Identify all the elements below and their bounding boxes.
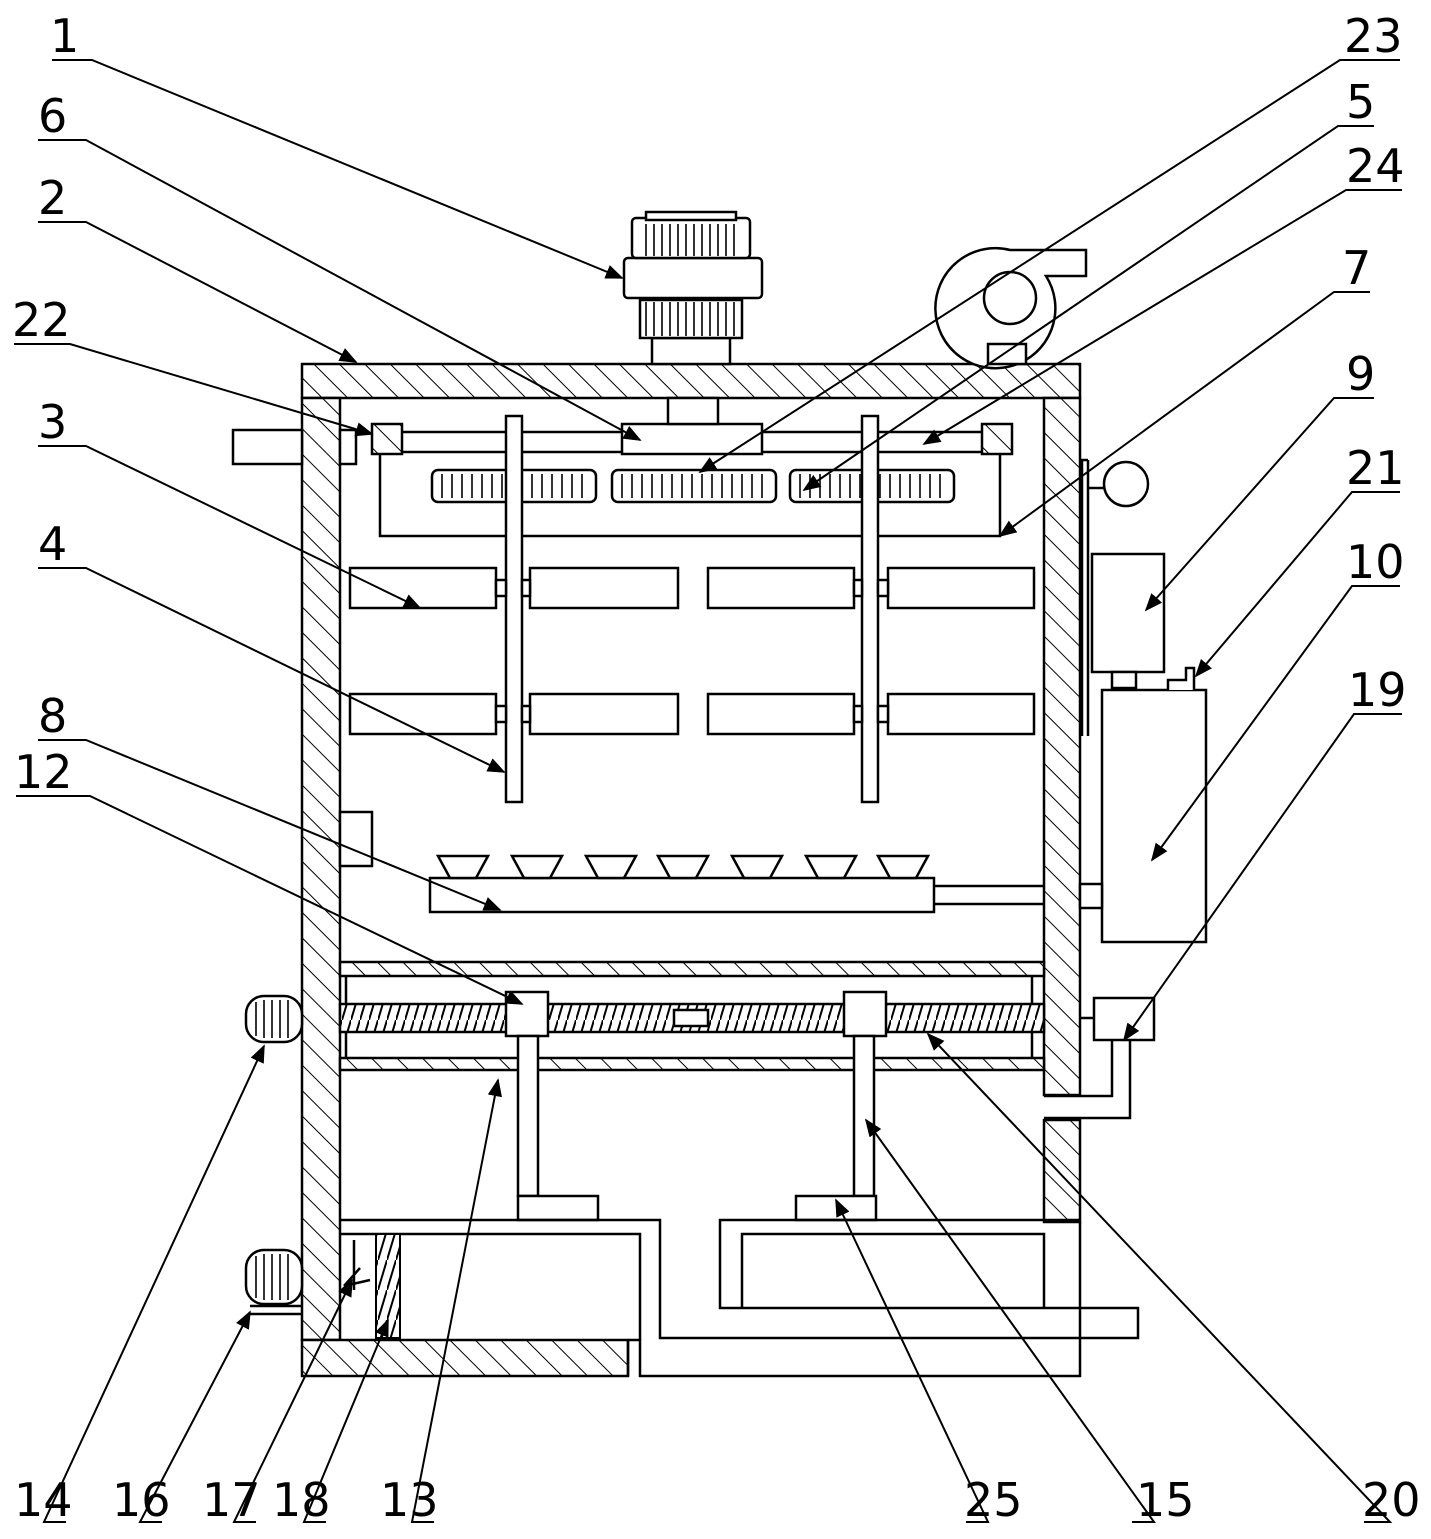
callout-label-24: 24	[1346, 139, 1405, 193]
callout-label-17: 17	[202, 1473, 261, 1527]
callout-20: 20	[926, 1032, 1421, 1527]
callout-24: 24	[922, 139, 1405, 445]
screw-chamber	[338, 960, 1046, 1222]
callout-12: 12	[14, 745, 524, 1005]
side-motor-lower	[244, 1248, 304, 1316]
callout-label-25: 25	[964, 1473, 1023, 1527]
right-side-devices	[1078, 458, 1208, 944]
callout-label-2: 2	[38, 171, 67, 225]
callout-label-6: 6	[38, 89, 67, 143]
side-motor-upper	[244, 994, 304, 1044]
callout-label-10: 10	[1346, 535, 1405, 589]
callout-3: 3	[38, 395, 422, 609]
gear-frame	[370, 396, 1014, 538]
callout-21: 21	[1194, 441, 1405, 678]
callout-label-18: 18	[272, 1473, 331, 1527]
callout-label-23: 23	[1344, 9, 1403, 63]
callout-1: 1	[50, 9, 624, 279]
callout-6: 6	[38, 89, 642, 441]
callout-9: 9	[1144, 347, 1375, 612]
side-inlet-pipe	[231, 428, 304, 466]
callout-2: 2	[38, 171, 358, 363]
callout-17: 17	[202, 1278, 353, 1527]
callout-5: 5	[802, 75, 1375, 492]
left-wall-block	[338, 810, 374, 868]
top-motor	[622, 210, 764, 366]
callout-label-9: 9	[1346, 347, 1375, 401]
callout-label-12: 12	[14, 745, 73, 799]
callout-label-7: 7	[1342, 241, 1371, 295]
callout-23: 23	[698, 9, 1403, 473]
blower-fan	[934, 246, 1088, 370]
callout-7: 7	[998, 241, 1371, 538]
callout-label-1: 1	[50, 9, 79, 63]
left-bracket-top	[338, 428, 358, 466]
callout-label-21: 21	[1346, 441, 1405, 495]
callout-4: 4	[38, 517, 506, 773]
stirring-shafts	[504, 414, 880, 804]
spray-bar	[428, 854, 1044, 914]
callout-label-4: 4	[38, 517, 67, 571]
callout-10: 10	[1150, 535, 1405, 862]
callout-18: 18	[272, 1318, 389, 1527]
callout-label-8: 8	[38, 689, 67, 743]
stirring-blades	[348, 566, 1036, 736]
callout-label-14: 14	[14, 1473, 73, 1527]
callout-label-22: 22	[12, 293, 71, 347]
callout-25: 25	[835, 1198, 1023, 1527]
callout-8: 8	[38, 689, 502, 911]
callout-label-16: 16	[112, 1473, 171, 1527]
callout-label-3: 3	[38, 395, 67, 449]
callout-19: 19	[1122, 663, 1407, 1042]
valve	[1044, 996, 1156, 1120]
callout-13: 13	[380, 1078, 502, 1527]
callout-label-15: 15	[1136, 1473, 1195, 1527]
callout-label-13: 13	[380, 1473, 439, 1527]
callout-16: 16	[112, 1310, 251, 1527]
callout-label-19: 19	[1348, 663, 1407, 717]
callout-14: 14	[14, 1044, 265, 1527]
callout-label-20: 20	[1362, 1473, 1421, 1527]
callout-22: 22	[12, 293, 374, 437]
callout-label-5: 5	[1346, 75, 1375, 129]
callout-15: 15	[864, 1118, 1195, 1527]
